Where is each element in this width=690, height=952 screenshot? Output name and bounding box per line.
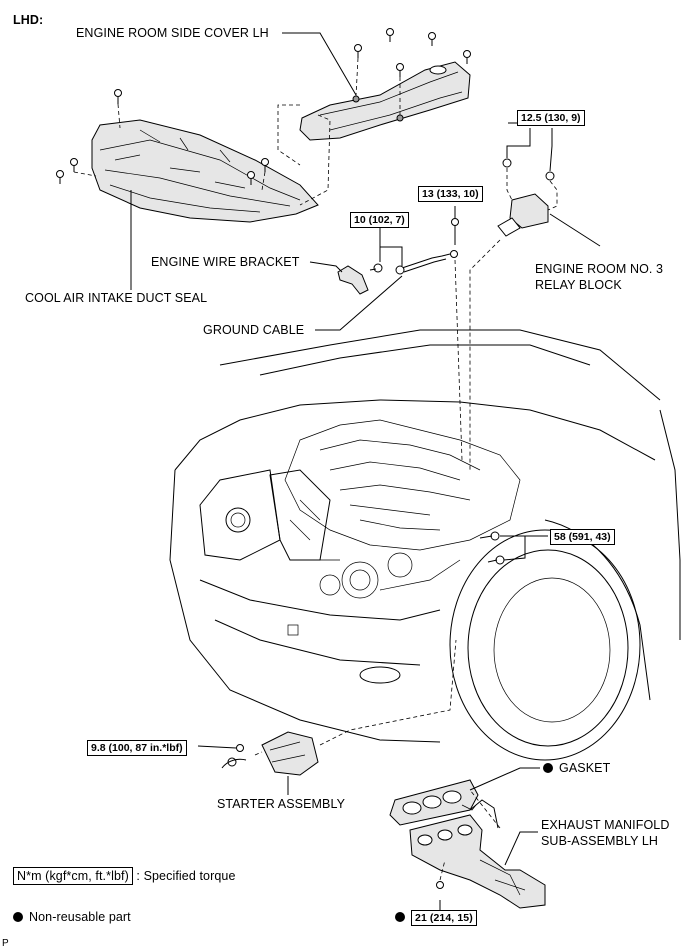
side-cover-label: ENGINE ROOM SIDE COVER LH — [76, 26, 269, 40]
manifold-label-2: SUB-ASSEMBLY LH — [541, 834, 659, 848]
torque-engine: 58 (591, 43) — [550, 529, 615, 545]
torque-manifold: 21 (214, 15) — [411, 910, 477, 926]
manifold-nonreusable-dot-icon — [395, 912, 405, 922]
torque-bracket: 10 (102, 7) — [350, 212, 409, 228]
torque-relay: 12.5 (130, 9) — [517, 110, 585, 126]
footer-code: P — [2, 938, 9, 949]
ground-cable-label: GROUND CABLE — [203, 323, 305, 337]
car-body — [169, 329, 681, 761]
gasket-label: GASKET — [543, 761, 610, 775]
leader-lines — [130, 32, 601, 912]
legend-nonreusable: Non-reusable part — [13, 910, 131, 924]
manifold-torque-group: 21 (214, 15) — [395, 910, 477, 926]
wire-bracket-label: ENGINE WIRE BRACKET — [151, 255, 300, 269]
legend-torque-desc: : Specified torque — [136, 869, 236, 883]
manifold-label-1: EXHAUST MANIFOLD — [541, 818, 670, 832]
relay-block-label-1: ENGINE ROOM NO. 3 — [535, 262, 664, 276]
torque-starter: 9.8 (100, 87 in.*lbf) — [87, 740, 187, 756]
legend-torque: N*m (kgf*cm, ft.*lbf) : Specified torque — [13, 867, 236, 885]
nonreusable-dot-icon — [543, 763, 553, 773]
manifold-part — [409, 789, 546, 909]
ground-cable-part — [395, 218, 459, 275]
starter-label: STARTER ASSEMBLY — [217, 797, 346, 811]
legend-nonreusable-text: Non-reusable part — [29, 910, 131, 924]
starter-part — [221, 639, 457, 776]
relay-block-part — [497, 158, 558, 237]
side-cover-part — [299, 61, 471, 141]
side-cover-bolts — [277, 28, 471, 206]
torque-ground: 13 (133, 10) — [418, 186, 483, 202]
legend-torque-box: N*m (kgf*cm, ft.*lbf) — [13, 867, 133, 885]
relay-block-label-2: RELAY BLOCK — [535, 278, 622, 292]
duct-seal-bolts — [56, 89, 269, 191]
duct-seal-part — [91, 119, 319, 223]
duct-seal-label: COOL AIR INTAKE DUCT SEAL — [25, 291, 208, 305]
wire-bracket-part — [337, 263, 383, 295]
gasket-text: GASKET — [559, 761, 611, 775]
lhd-label: LHD: — [13, 13, 44, 27]
legend-dot-icon — [13, 912, 23, 922]
